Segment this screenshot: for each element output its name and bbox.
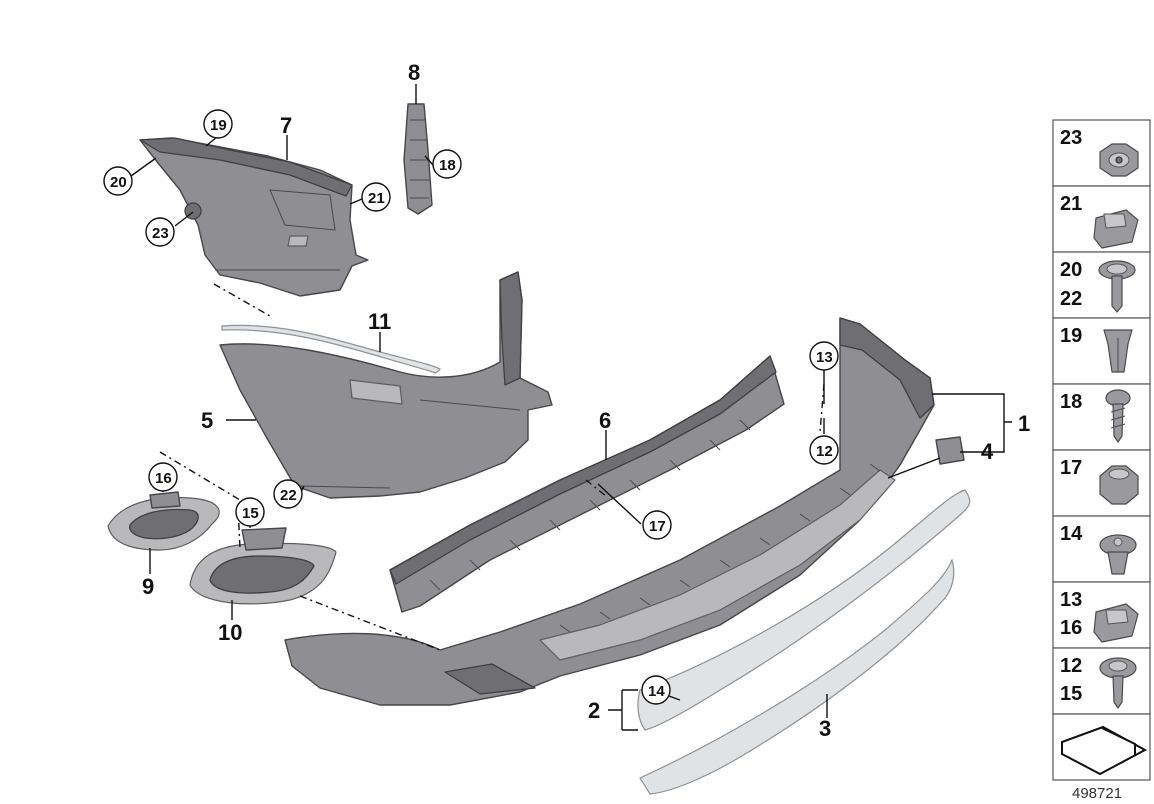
circled-callouts: 12 13 14 15 16 17 18 19 <box>103 109 839 705</box>
circle-callout-23: 23 <box>145 217 175 247</box>
hex-nut-icon <box>1099 465 1139 505</box>
legend-16: 16 <box>1060 617 1082 639</box>
part-4-cap <box>935 436 965 465</box>
reference-number: 498721 <box>1072 785 1122 802</box>
circle-callout-19: 19 <box>203 109 233 139</box>
svg-text:15: 15 <box>242 505 259 522</box>
callout-11: 11 <box>368 309 391 334</box>
part-2-trim <box>637 489 971 731</box>
leader-lines <box>130 84 1012 731</box>
callout-5: 5 <box>201 408 213 433</box>
callout-1: 1 <box>1018 411 1030 436</box>
legend-22: 22 <box>1060 288 1082 310</box>
part-1-bumper <box>284 317 935 706</box>
callout-7: 7 <box>280 113 292 138</box>
legend-15: 15 <box>1060 683 1082 705</box>
legend-13: 13 <box>1060 589 1082 611</box>
flange-nut-icon <box>1099 143 1139 177</box>
legend-20: 20 <box>1060 259 1082 281</box>
legend-23: 23 <box>1060 127 1082 149</box>
circle-callout-16: 16 <box>148 462 178 492</box>
svg-text:18: 18 <box>439 157 456 174</box>
svg-text:19: 19 <box>210 117 227 134</box>
part-11-trim <box>221 324 442 374</box>
part-7-bracket <box>139 137 369 297</box>
arrow-bracket-icon <box>1061 725 1148 776</box>
svg-text:21: 21 <box>368 190 385 207</box>
callouts: 1 2 3 4 5 6 7 8 9 10 11 <box>142 60 1030 741</box>
svg-text:17: 17 <box>649 518 666 535</box>
washer-screw-icon <box>1098 260 1136 313</box>
circle-callout-17: 17 <box>642 510 672 540</box>
svg-text:16: 16 <box>155 470 172 487</box>
circle-callout-12: 12 <box>809 435 839 465</box>
fastener-legend: 23 21 20 22 19 18 17 14 13 16 12 15 <box>1052 119 1151 781</box>
part-9-exhaust-trim <box>107 496 220 551</box>
circle-callout-13: 13 <box>809 341 839 371</box>
legend-19: 19 <box>1060 325 1082 347</box>
callout-6: 6 <box>599 408 611 433</box>
callout-8: 8 <box>408 60 420 85</box>
circle-callout-22: 22 <box>273 479 303 509</box>
legend-18: 18 <box>1060 391 1082 413</box>
svg-text:20: 20 <box>110 174 127 191</box>
tapping-screw-icon <box>1105 389 1131 443</box>
part-6-carrier <box>389 355 785 613</box>
legend-17: 17 <box>1060 457 1082 479</box>
callout-3: 3 <box>819 716 831 741</box>
legend-12: 12 <box>1060 655 1082 677</box>
clip-nut-icon <box>1093 603 1139 643</box>
svg-text:12: 12 <box>816 443 833 460</box>
circle-callout-20: 20 <box>103 166 133 196</box>
part-5-panel <box>219 271 553 499</box>
legend-14: 14 <box>1060 523 1083 545</box>
push-clip-icon <box>1099 534 1137 575</box>
spring-nut-icon <box>1093 209 1139 249</box>
svg-text:13: 13 <box>816 349 833 366</box>
svg-text:22: 22 <box>280 487 297 504</box>
circle-callout-18: 18 <box>432 149 462 179</box>
callout-9: 9 <box>142 574 154 599</box>
part-10-exhaust-frame <box>149 491 337 605</box>
part-8-bracket <box>403 103 433 215</box>
circle-callout-21: 21 <box>361 182 391 212</box>
circle-callout-15: 15 <box>235 497 265 527</box>
svg-text:14: 14 <box>648 683 665 700</box>
callout-2: 2 <box>588 698 600 723</box>
callout-4: 4 <box>981 439 994 464</box>
part-3-trim <box>639 558 955 795</box>
svg-text:23: 23 <box>152 225 169 242</box>
expanding-nut-icon <box>1103 329 1133 373</box>
callout-10: 10 <box>218 620 242 645</box>
screw-washer-icon <box>1099 657 1137 709</box>
circle-callout-14: 14 <box>641 675 671 705</box>
legend-21: 21 <box>1060 193 1082 215</box>
